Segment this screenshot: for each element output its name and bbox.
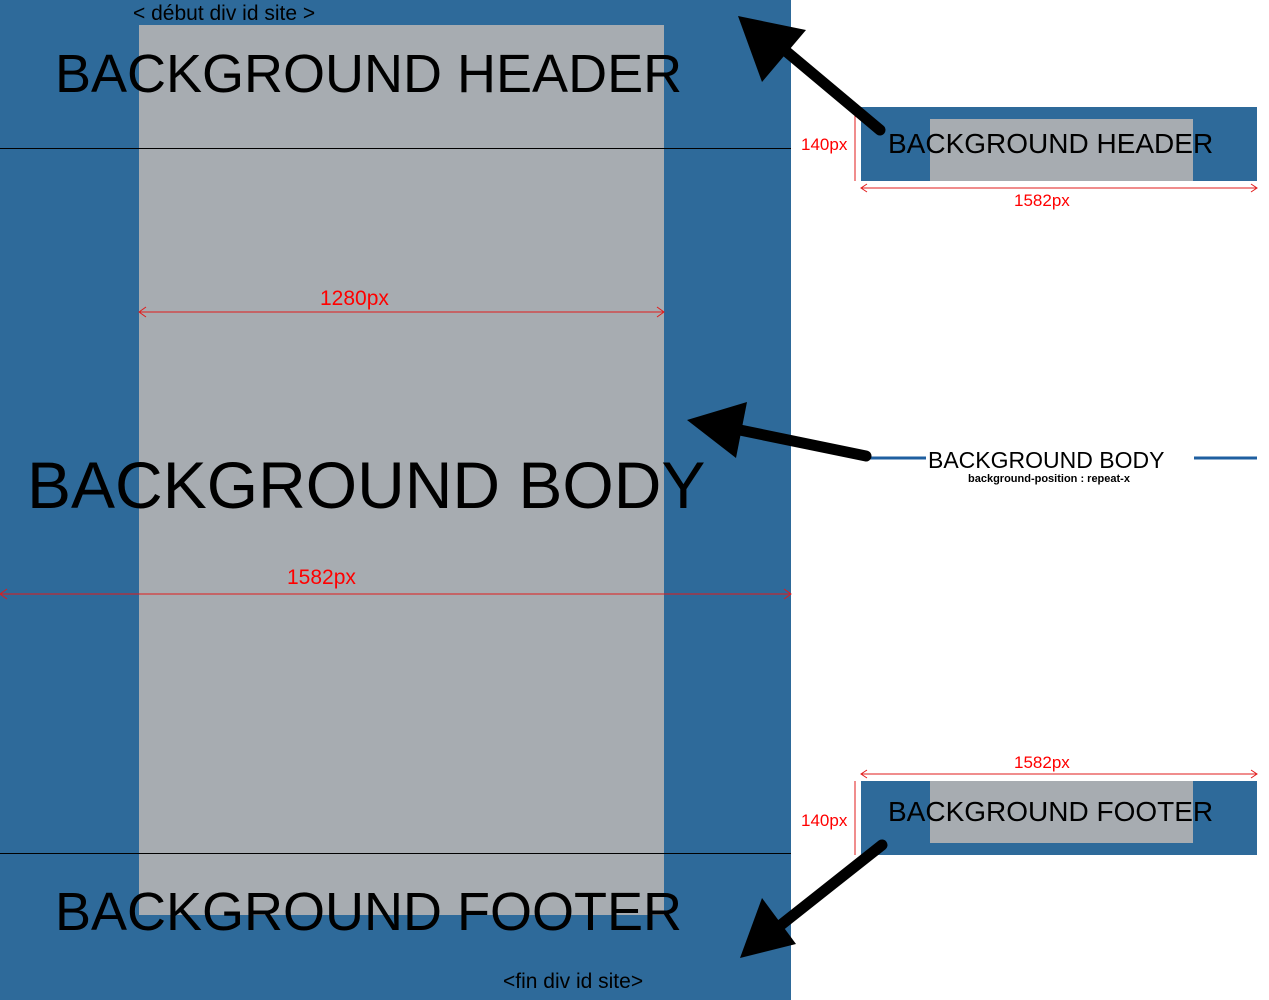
header-width-dimension [860, 183, 1258, 193]
footer-width-dimension [860, 769, 1258, 779]
footer-tile-label: BACKGROUND FOOTER [888, 796, 1214, 827]
footer-arrow [740, 839, 888, 958]
footer-width-label: 1582px [1014, 753, 1070, 772]
header-tile-center [930, 119, 1193, 181]
inner-width-label: 1280px [320, 287, 389, 310]
left-header-label: BACKGROUND HEADER [55, 44, 683, 104]
site-start-label: < début div id site > [133, 2, 316, 25]
inner-width-dimension [138, 306, 665, 318]
header-height-label: 140px [801, 135, 848, 154]
footer-divider [0, 853, 791, 854]
site-end-label: <fin div id site> [503, 970, 644, 993]
outer-width-label: 1582px [287, 566, 356, 589]
body-tile-label: BACKGROUND BODY [928, 447, 1165, 473]
body-tile-note: background-position : repeat-x [968, 473, 1130, 485]
body-arrow [687, 402, 872, 462]
left-body-label: BACKGROUND BODY [27, 448, 706, 522]
header-divider [0, 148, 791, 149]
header-arrow [738, 16, 886, 136]
left-footer-label: BACKGROUND FOOTER [55, 882, 683, 942]
outer-width-dimension [0, 588, 792, 600]
footer-tile-center [930, 781, 1193, 843]
content-column [139, 25, 664, 915]
footer-height-label: 140px [801, 811, 848, 830]
header-tile-label: BACKGROUND HEADER [888, 128, 1214, 159]
header-width-label: 1582px [1014, 191, 1070, 210]
